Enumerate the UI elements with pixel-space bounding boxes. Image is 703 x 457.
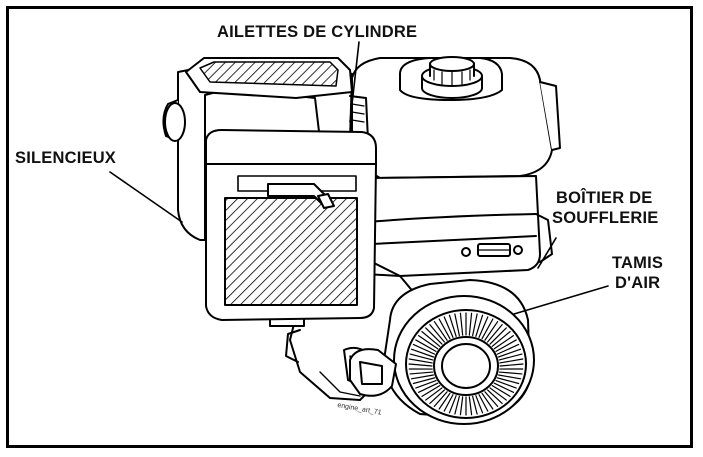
label-muffler: SILENCIEUX <box>15 149 117 167</box>
leader-muffler <box>109 171 183 223</box>
fuel-cap <box>421 56 483 99</box>
label-air-screen-line2: D'AIR <box>615 274 661 292</box>
blower-housing <box>367 175 553 277</box>
label-cylinder-fins: AILETTES DE CYLINDRE <box>217 23 418 41</box>
label-blower-housing-line1: BOÎTIER DE <box>556 189 653 207</box>
muffler-top-grille <box>185 57 353 99</box>
leader-air-screen <box>513 285 609 315</box>
cylinder-fins <box>349 95 369 141</box>
leader-blower-housing <box>537 237 557 269</box>
air-cleaner <box>205 129 377 321</box>
starter-handle <box>349 348 397 397</box>
air-screen <box>405 309 527 419</box>
leader-lines <box>109 41 609 315</box>
label-blower-housing-line2: SOUFFLERIE <box>552 209 659 227</box>
label-air-screen-line1: TAMIS <box>612 254 664 272</box>
leader-cylinder-fins <box>349 41 360 123</box>
